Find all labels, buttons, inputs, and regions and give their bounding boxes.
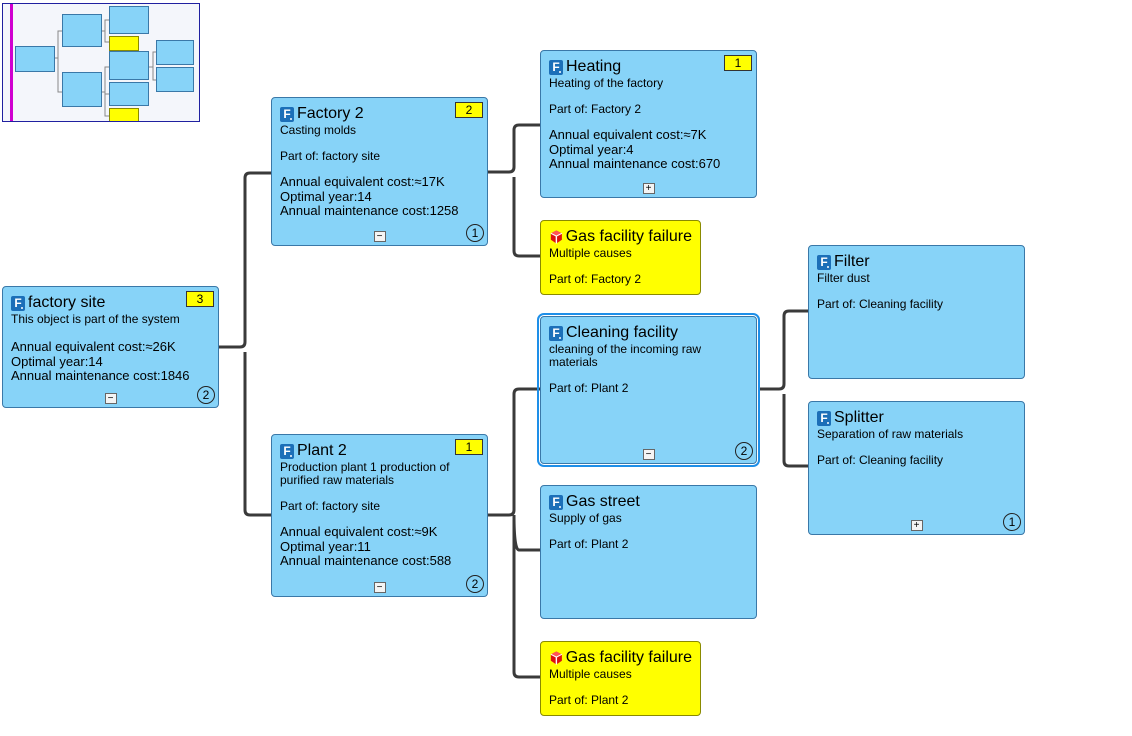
child-count-badge: 2 <box>466 575 484 593</box>
connector-cleaning-children <box>758 309 808 468</box>
node-annual-cost: Annual equivalent cost:≈7K <box>549 127 707 142</box>
node-annual-cost: Annual equivalent cost:≈17K <box>280 174 445 189</box>
node-description: Multiple causes <box>549 246 632 260</box>
node-description: Multiple causes <box>549 667 632 681</box>
node-annual-cost: Annual equivalent cost:≈26K <box>11 339 176 354</box>
node-title: factory site <box>28 294 106 311</box>
component-f-icon: F <box>549 325 563 341</box>
node-title: Gas street <box>566 493 640 510</box>
minimap-node <box>109 82 149 106</box>
priority-badge: 1 <box>724 55 752 71</box>
node-gas-facility-failure[interactable]: Gas facility failure Multiple causes Par… <box>540 220 701 295</box>
minimap[interactable] <box>2 3 200 122</box>
component-f-icon: F <box>817 410 831 426</box>
node-title: Splitter <box>834 409 884 426</box>
node-part-of: Part of: Cleaning facility <box>817 453 944 467</box>
priority-badge: 3 <box>186 291 214 307</box>
node-part-of: Part of: Factory 2 <box>549 272 642 286</box>
minimap-connectors <box>53 19 156 117</box>
priority-badge: 2 <box>455 102 483 118</box>
node-part-of: Part of: Cleaning facility <box>817 297 944 311</box>
minimap-node <box>156 67 194 92</box>
node-part-of: Part of: Plant 2 <box>549 693 629 707</box>
node-title: Gas facility failure <box>565 228 692 245</box>
child-count-badge: 2 <box>735 442 753 460</box>
node-maintenance-cost: Annual maintenance cost:588 <box>280 553 452 568</box>
node-part-of: Part of: factory site <box>280 149 381 163</box>
node-title: Gas facility failure <box>565 649 692 666</box>
node-part-of: Part of: Plant 2 <box>549 537 629 551</box>
minimap-viewport-marker <box>10 4 13 121</box>
node-description: Casting molds <box>280 123 357 137</box>
minimap-node <box>109 51 149 80</box>
collapse-button[interactable]: − <box>642 449 655 460</box>
connector-plant2-children <box>488 387 540 679</box>
component-f-icon: F <box>549 59 563 75</box>
collapse-button[interactable]: − <box>373 582 386 593</box>
minimap-node <box>15 46 55 72</box>
node-gas-facility-failure[interactable]: Gas facility failure Multiple causes Par… <box>540 641 701 716</box>
node-annual-cost: Annual equivalent cost:≈9K <box>280 524 438 539</box>
minimap-node <box>156 40 194 65</box>
node-optimal-year: Optimal year:11 <box>280 538 371 554</box>
failure-bomb-icon <box>550 230 563 244</box>
node-optimal-year: Optimal year:14 <box>280 188 372 204</box>
node-title: Plant 2 <box>297 442 347 459</box>
expand-button[interactable]: + <box>910 520 923 531</box>
node-description: Filter dust <box>817 271 870 285</box>
node-maintenance-cost: Annual maintenance cost:1846 <box>11 368 190 383</box>
priority-badge: 1 <box>455 439 483 455</box>
minimap-node <box>62 14 102 47</box>
node-title: Heating <box>566 58 622 75</box>
collapse-button[interactable]: − <box>104 393 117 404</box>
node-part-of: Part of: Plant 2 <box>549 381 629 395</box>
minimap-node <box>109 108 139 121</box>
failure-bomb-icon <box>550 651 563 665</box>
child-count-badge: 1 <box>466 224 484 242</box>
node-optimal-year: Optimal year:14 <box>11 353 103 369</box>
node-part-of: Part of: Factory 2 <box>549 102 642 116</box>
node-title: Cleaning facility <box>566 324 679 341</box>
minimap-node <box>62 72 102 107</box>
component-f-icon: F <box>817 254 831 270</box>
node-description: Production plant 1 production of purifie… <box>280 460 450 487</box>
node-maintenance-cost: Annual maintenance cost:670 <box>549 156 721 171</box>
node-description: cleaning of the incoming raw materials <box>549 342 702 369</box>
collapse-button[interactable]: − <box>373 231 386 242</box>
node-description: This object is part of the system <box>11 312 180 326</box>
child-count-badge: 2 <box>197 386 215 404</box>
node-title: Filter <box>834 253 870 270</box>
component-f-icon: F <box>549 494 563 510</box>
child-count-badge: 1 <box>1003 513 1021 531</box>
node-maintenance-cost: Annual maintenance cost:1258 <box>280 203 459 218</box>
connector-factory2-children <box>488 123 540 258</box>
component-f-icon: F <box>280 106 294 122</box>
minimap-node <box>109 6 149 34</box>
connector-site-children <box>219 171 271 517</box>
expand-button[interactable]: + <box>642 183 655 194</box>
node-part-of: Part of: factory site <box>280 499 381 513</box>
node-description: Separation of raw materials <box>817 427 964 441</box>
node-description: Heating of the factory <box>549 76 664 90</box>
node-description: Supply of gas <box>549 511 622 525</box>
component-f-icon: F <box>11 295 25 311</box>
node-optimal-year: Optimal year:4 <box>549 141 634 157</box>
node-title: Factory 2 <box>297 105 364 122</box>
minimap-node <box>109 36 139 51</box>
component-f-icon: F <box>280 443 294 459</box>
